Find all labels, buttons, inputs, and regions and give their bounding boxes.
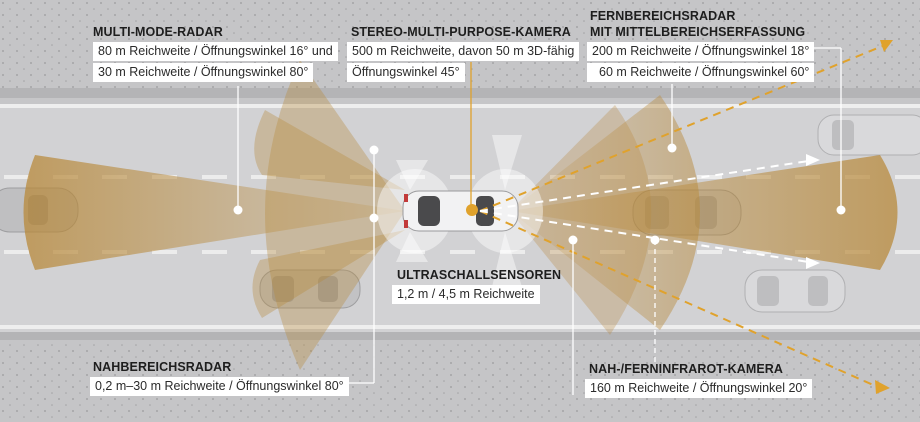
infrared-camera-title: NAH-/FERNINFRAROT-KAMERA xyxy=(589,362,784,376)
multi-mode-radar-spec-1: 80 m Reichweite / Öffnungswinkel 16° und xyxy=(93,42,338,61)
vehicle-upper-right xyxy=(817,114,920,156)
corner-radar-rear-bottom xyxy=(252,230,405,318)
stereo-camera-title: STEREO-MULTI-PURPOSE-KAMERA xyxy=(351,25,571,39)
arrow-head-white-top xyxy=(806,154,820,166)
stereo-camera-label: STEREO-MULTI-PURPOSE-KAMERA 500 m Reichw… xyxy=(347,25,580,82)
ultrasonic-label: ULTRASCHALLSENSOREN 1,2 m / 4,5 m Reichw… xyxy=(392,268,561,304)
arrow-head-white-bottom xyxy=(806,257,820,269)
rear-radar-long-cone xyxy=(23,155,405,270)
multi-mode-radar-title: MULTI-MODE-RADAR xyxy=(93,25,223,39)
short-range-radar-spec: 0,2 m–30 m Reichweite / Öffnungswinkel 8… xyxy=(90,377,349,396)
long-range-radar-title-2: MIT MITTELBEREICHSERFASSUNG xyxy=(590,25,806,39)
ego-vehicle xyxy=(402,190,519,232)
stereo-camera-beams xyxy=(479,159,816,264)
vehicle-lower-left xyxy=(259,269,361,309)
corner-radar-rear-top xyxy=(254,110,405,190)
stereo-camera-spec-1: 500 m Reichweite, davon 50 m 3D-fähig xyxy=(347,42,580,61)
long-range-radar-spec-2: 60 m Reichweite / Öffnungswinkel 60° xyxy=(587,63,815,82)
lane-edge-bottom xyxy=(0,325,920,329)
infrared-camera-spec: 160 m Reichweite / Öffnungswinkel 20° xyxy=(585,379,813,398)
short-range-radar-title: NAHBEREICHSRADAR xyxy=(93,360,232,374)
lane-edge-top xyxy=(0,104,920,108)
vehicle-lower-right xyxy=(744,269,846,313)
long-range-radar-spec-1: 200 m Reichweite / Öffnungswinkel 18° xyxy=(587,42,815,61)
front-long-radar-cone xyxy=(510,155,898,270)
leader-dots xyxy=(233,143,846,245)
stereo-camera-spec-2: Öffnungswinkel 45° xyxy=(347,63,465,82)
ultrasonic-spec: 1,2 m / 4,5 m Reichweite xyxy=(392,285,540,304)
camera-sensor-dot xyxy=(466,204,478,216)
arrow-head-bottom xyxy=(875,380,890,394)
long-range-radar-label: FERNBEREICHSRADAR MIT MITTELBEREICHSERFA… xyxy=(587,9,815,82)
infrared-camera-label: NAH-/FERNINFRAROT-KAMERA 160 m Reichweit… xyxy=(585,362,813,398)
arrow-head-top xyxy=(880,40,893,52)
long-range-radar-title-1: FERNBEREICHSRADAR xyxy=(590,9,736,23)
short-range-radar-label: NAHBEREICHSRADAR 0,2 m–30 m Reichweite /… xyxy=(90,360,349,396)
multi-mode-radar-spec-2: 30 m Reichweite / Öffnungswinkel 80° xyxy=(93,63,314,82)
rear-radar-wide-cone xyxy=(265,60,405,370)
infrared-camera-beams xyxy=(479,44,886,389)
ultrasonic-title: ULTRASCHALLSENSOREN xyxy=(397,268,562,282)
multi-mode-radar-label: MULTI-MODE-RADAR 80 m Reichweite / Öffnu… xyxy=(93,25,338,82)
